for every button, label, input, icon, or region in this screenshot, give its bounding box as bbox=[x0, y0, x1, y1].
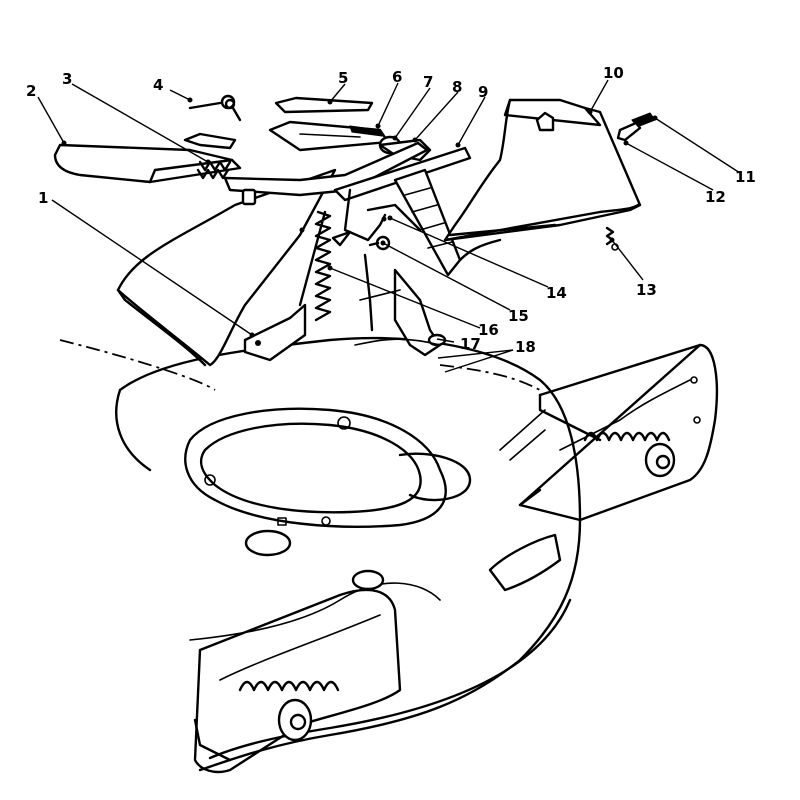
part-1-rear-door bbox=[116, 168, 337, 367]
callout-17: 17 bbox=[460, 335, 481, 353]
callout-18: 18 bbox=[515, 338, 536, 356]
callout-labels: 1 2 3 4 5 6 7 8 9 10 11 12 13 14 15 16 1… bbox=[26, 64, 756, 356]
callout-12: 12 bbox=[705, 188, 726, 206]
callout-3: 3 bbox=[62, 70, 72, 88]
rear-height-adjuster-right bbox=[499, 343, 718, 522]
callout-13: 13 bbox=[636, 281, 657, 299]
callout-11: 11 bbox=[735, 168, 756, 186]
part-5-bar bbox=[274, 96, 374, 114]
leader-lines bbox=[37, 79, 741, 373]
callout-15: 15 bbox=[508, 307, 529, 325]
callout-16: 16 bbox=[478, 321, 499, 339]
part-4-spring-clip bbox=[188, 94, 242, 122]
part-16-spring bbox=[243, 210, 332, 362]
mower-deck bbox=[59, 336, 582, 772]
callout-7: 7 bbox=[423, 73, 433, 91]
front-height-adjuster-left bbox=[193, 588, 402, 774]
callout-2: 2 bbox=[26, 82, 36, 100]
part-17-mount-bracket bbox=[354, 253, 447, 357]
callout-5: 5 bbox=[338, 69, 348, 87]
part-14-15-fasteners bbox=[299, 216, 391, 251]
callout-14: 14 bbox=[546, 284, 567, 302]
callout-1: 1 bbox=[38, 189, 48, 207]
callout-9: 9 bbox=[478, 83, 488, 101]
callout-8: 8 bbox=[452, 78, 462, 96]
part-3-spring bbox=[183, 132, 237, 180]
part-10-rear-flap bbox=[443, 98, 642, 262]
callout-4: 4 bbox=[153, 76, 163, 94]
callout-6: 6 bbox=[392, 68, 402, 86]
part-11-12-latch-tab bbox=[616, 112, 656, 142]
part-9-arm bbox=[223, 141, 472, 206]
callout-10: 10 bbox=[603, 64, 624, 82]
